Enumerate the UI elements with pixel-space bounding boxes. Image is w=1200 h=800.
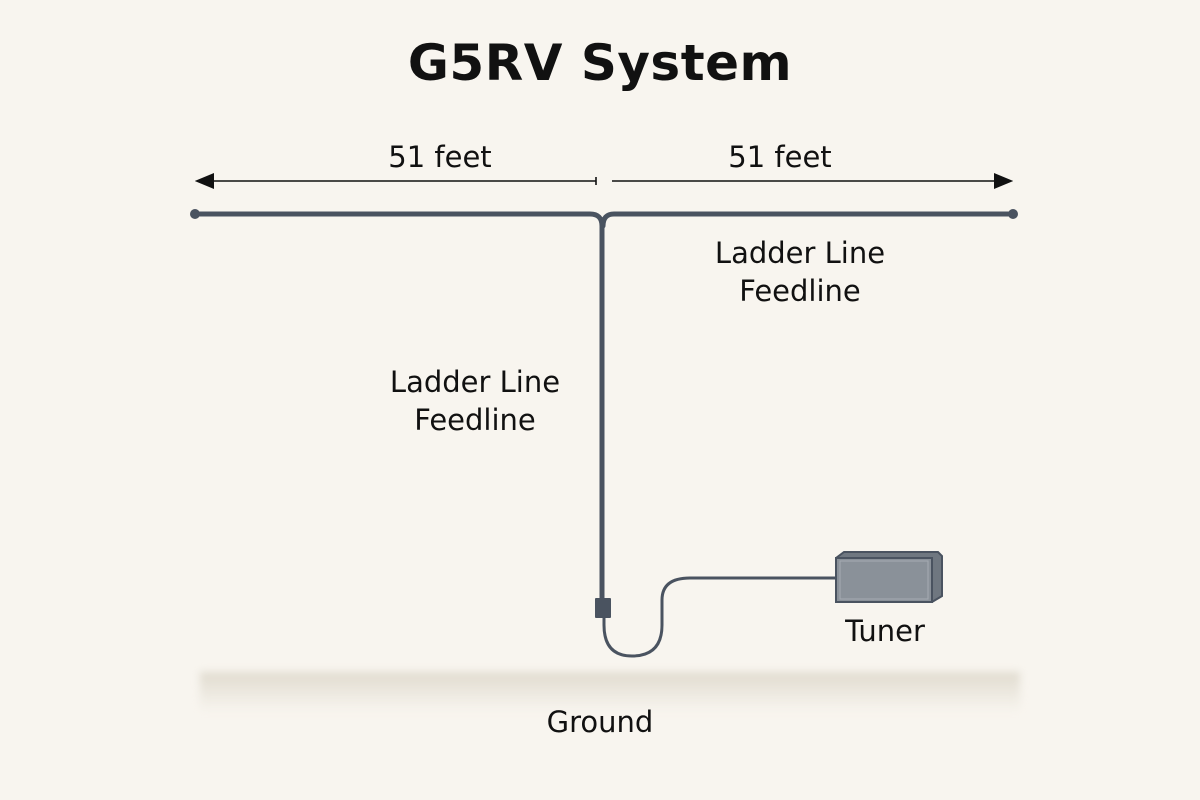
right-feedline-label: Ladder Line Feedline (680, 234, 920, 310)
coax-cable (602, 576, 836, 658)
right-end-insulator (1008, 209, 1018, 219)
dipole-right-element (600, 211, 1016, 229)
left-dimension-label: 51 feet (388, 140, 492, 174)
balun-connector (595, 598, 611, 618)
right-feedline-label-line2: Feedline (739, 274, 861, 308)
right-dimension-label: 51 feet (728, 140, 832, 174)
left-end-insulator (190, 209, 200, 219)
tuner-label: Tuner (845, 614, 925, 648)
left-feedline-label-line1: Ladder Line (389, 365, 561, 399)
diagram-title: G5RV System (407, 34, 793, 92)
left-feedline-label-line2: Feedline (414, 403, 536, 437)
right-feedline-label-line1: Ladder Line (714, 236, 886, 270)
ground-label: Ground (546, 705, 654, 739)
dipole-left-element (192, 211, 605, 229)
left-feedline-label: Ladder Line Feedline (355, 363, 595, 439)
ground-surface (200, 672, 1020, 712)
tuner-box-icon (835, 551, 943, 603)
